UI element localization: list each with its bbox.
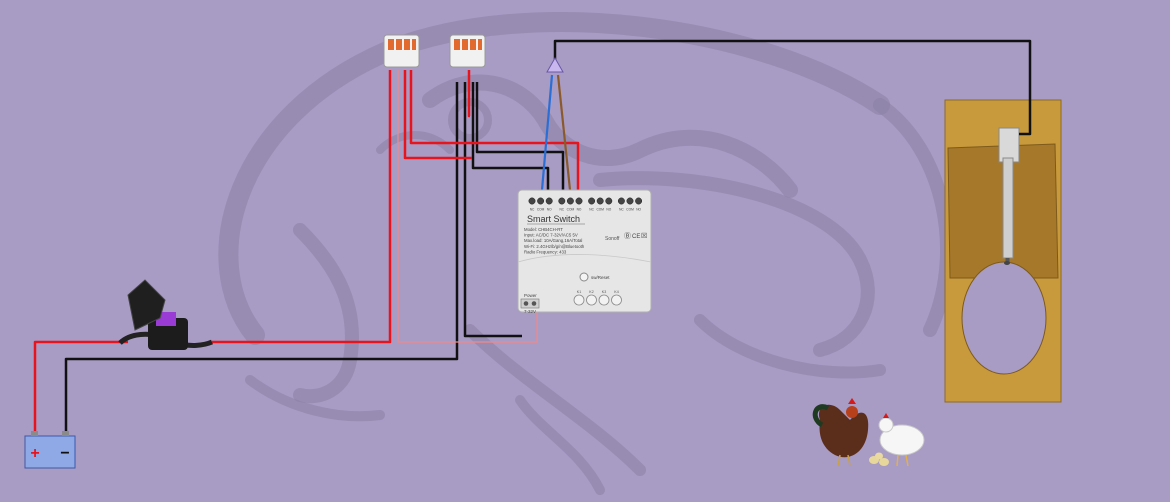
channel-button-4[interactable] [611,294,622,306]
terminal-label: COM [596,208,604,212]
channel-label: K3 [602,290,606,294]
reset-button-label: sw/Reset [591,275,610,280]
hen [878,413,925,467]
cert-mark-ce: CE [632,234,640,240]
spec-line: Max.load: 10A/Gang,16A/Total [524,238,582,243]
lever-connector-icon [449,34,486,68]
terminal-screw [575,197,583,205]
rooster [812,398,869,467]
terminal-label: COM [567,208,575,212]
spec-line: Radio Frequency: 433 [524,249,567,254]
terminal-screw [635,197,643,205]
channel-button-1[interactable] [573,294,585,306]
terminal-label: COM [626,208,634,212]
wire-switch-power [397,70,538,343]
actuator-connector-icon [546,56,564,73]
wire-actuator-link [553,39,1032,136]
channel-buttons: K1 K2 K3 K4 [573,290,622,306]
terminal-screw [626,197,634,205]
terminal-label: NO [577,208,582,212]
power-terminal [520,298,540,309]
wire-red-4 [467,70,471,118]
terminal-label: NC [530,208,535,212]
terminal-screw [558,197,566,205]
wire-actuator-blue [540,74,554,191]
terminal-screw [596,197,604,205]
wire-battery-positive [33,340,128,433]
wire-actuator-brown [556,74,572,191]
terminal-label: NO [606,208,611,212]
spec-line: Model: CHB4CH-RT [524,227,563,232]
power-voltage-label: 7-32V [524,309,536,314]
terminal-screw [566,197,574,205]
channel-button-2[interactable] [586,294,597,306]
power-label: Power [524,293,537,298]
terminal-label: NC [559,208,564,212]
terminal-screw [617,197,625,205]
channel-label: K4 [614,290,618,294]
wire-fuse-to-connector [212,70,392,344]
channel-label: K1 [577,290,581,294]
terminal-label: NC [619,208,624,212]
battery-icon: + − [24,431,76,469]
spec-line: Input: AC/DC 7-32V/AC5 5V [524,233,578,238]
chickens-icon [812,398,925,467]
cert-mark-weee: ☒ [641,232,647,240]
wire-black-2 [471,82,550,190]
terminal-screw [605,197,613,205]
channel-label: K2 [589,290,593,294]
reset-button[interactable] [579,272,589,282]
wire-red-2 [403,70,472,160]
battery-negative-label: − [60,445,69,462]
terminal-label: NC [589,208,594,212]
terminal-screw [528,197,536,205]
lever-connector-icon [383,34,420,68]
smart-switch-title: Smart Switch [527,214,580,224]
terminal-label: NO [636,208,641,212]
battery-positive-label: + [30,445,39,462]
door-opening [961,261,1047,375]
terminal-label: COM [537,208,545,212]
linear-actuator-icon [998,127,1020,265]
blade-fuse-holder-icon [118,279,213,350]
cert-mark-bluetooth: Ⓑ [624,232,631,240]
channel-button-3[interactable] [598,294,610,306]
terminal-screw [537,197,545,205]
terminal-screw [545,197,553,205]
terminal-screw [588,197,596,205]
chicks [869,452,889,466]
wire-ground-bus [463,82,522,338]
wire-red-3 [409,70,580,190]
brand-label: Sonoff [605,236,620,242]
terminal-label: NO [547,208,552,212]
wire-battery-negative [64,82,459,433]
wire-switch-com-black [475,82,565,190]
spec-line: Wi-Fi: 2.4GHz/b/g/n@Bluetooth [524,244,585,249]
